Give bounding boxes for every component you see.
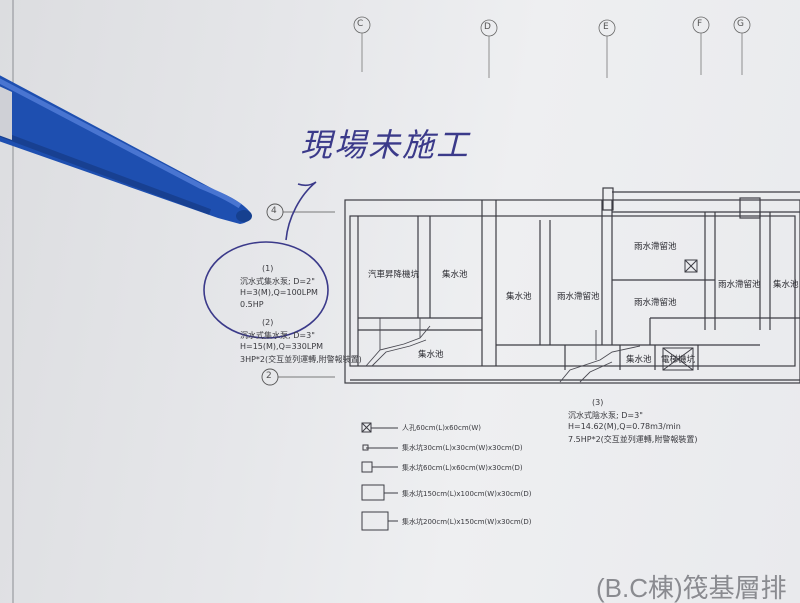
legend-item-1: 人孔60cm(L)x60cm(W) <box>402 424 482 432</box>
legend-item-5: 集水坑200cm(L)x150cm(W)x30cm(D) <box>402 518 532 526</box>
legend-item-3: 集水坑60cm(L)x60cm(W)x30cm(D) <box>402 464 523 472</box>
room-equipment-pit: 電梯機坑 <box>661 355 696 365</box>
pump-note-2-line3: 3HP*2(交互並列運轉,附警報裝置) <box>240 355 362 364</box>
pump-note-1-line3: 0.5HP <box>240 300 264 309</box>
grid-label-row4: 4 <box>271 206 277 216</box>
pump-note-1-line2: H=3(M),Q=100LPM <box>240 288 318 297</box>
room-rain-tank-4: 雨水滯留池 <box>718 280 761 290</box>
pump-note-1-number: (1) <box>262 264 274 273</box>
pump-note-2-number: (2) <box>262 318 274 327</box>
pen <box>0 75 252 224</box>
room-rain-tank-2: 雨水滯留池 <box>634 242 677 252</box>
room-sump-2: 集水池 <box>418 350 444 360</box>
room-elevator-pit: 汽車昇降機坑 <box>368 270 420 280</box>
grid-label-d: D <box>484 22 491 32</box>
pump-note-2-line2: H=15(M),Q=330LPM <box>240 342 324 351</box>
room-sump-3: 集水池 <box>506 292 532 302</box>
handwritten-note: 現場未施工 <box>300 126 471 164</box>
room-rain-tank-3: 雨水滯留池 <box>634 298 677 308</box>
grid-label-c: C <box>357 19 364 29</box>
room-sump-1: 集水池 <box>442 270 468 280</box>
pump-note-3-line2: H=14.62(M),Q=0.78m3/min <box>568 422 681 431</box>
grid-label-f: F <box>697 19 703 29</box>
pump-note-2-line1: 沉水式集水泵; D=3" <box>240 331 315 340</box>
drawing-title: (B.C棟)筏基層排 <box>596 573 787 603</box>
pump-note-3-number: (3) <box>592 398 604 407</box>
pump-note-1-line1: 沉水式集水泵; D=2" <box>240 277 315 286</box>
grid-label-e: E <box>603 22 609 32</box>
legend-item-2: 集水坑30cm(L)x30cm(W)x30cm(D) <box>402 444 523 452</box>
legend-item-4: 集水坑150cm(L)x100cm(W)x30cm(D) <box>402 490 532 498</box>
pump-note-3-line3: 7.5HP*2(交互並列運轉,附警報裝置) <box>568 435 698 444</box>
room-sump-4: 集水池 <box>773 280 799 290</box>
grid-label-g: G <box>737 19 744 29</box>
grid-label-row2: 2 <box>266 371 272 381</box>
room-rain-tank-1: 雨水滯留池 <box>557 292 600 302</box>
room-sump-5: 集水池 <box>626 355 652 365</box>
pump-note-3-line1: 沉水式陰水泵; D=3" <box>568 411 643 420</box>
